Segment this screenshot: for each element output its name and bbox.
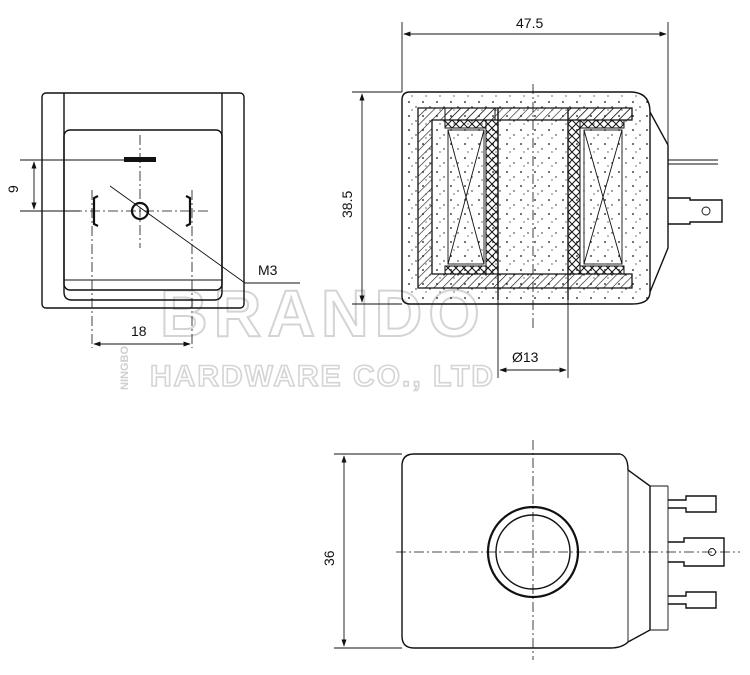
front-earth-pin-slot: [124, 157, 156, 162]
section-winding-right: [583, 129, 623, 265]
dim-18-label: 18: [131, 323, 147, 339]
bottom-top-terminal: [668, 495, 717, 513]
section-winding-left: [447, 129, 485, 265]
watermark-company: HARDWARE CO., LTD: [150, 360, 495, 393]
dim-47-5-label: 47.5: [516, 15, 543, 31]
section-bobbin-right: [567, 119, 581, 275]
m3-leader-line: [109, 185, 246, 284]
section-bobbin-bottom-right: [579, 265, 625, 275]
section-terminal-hole: [701, 206, 711, 216]
section-bobbin-left: [485, 119, 499, 275]
bottom-bottom-terminal: [668, 591, 717, 609]
section-bobbin-bottom-left: [444, 265, 487, 275]
section-winding-right-x2: [583, 129, 623, 265]
section-winding-left-x2: [447, 129, 485, 265]
section-bobbin-top-right: [579, 119, 625, 129]
front-center-screw: [130, 201, 150, 221]
section-connector-side: [649, 111, 669, 293]
bottom-outer-body: [401, 453, 651, 649]
section-view: 47.5 38.5 Ø13: [339, 15, 723, 378]
dim-9-label: 9: [5, 185, 21, 193]
watermark-vertical: NINGBO: [119, 346, 131, 390]
front-right-pin: [185, 195, 192, 227]
dim-38-5-label: 38.5: [339, 191, 355, 218]
section-bobbin-top-left: [444, 119, 487, 129]
section-flange-right-top: [567, 107, 633, 121]
dim-13-label: Ø13: [512, 349, 539, 365]
front-left-pin: [92, 195, 99, 227]
bottom-view: 36: [321, 440, 740, 660]
front-outer-outline: [41, 92, 245, 309]
section-flange-left-top: [444, 107, 496, 121]
section-spade-terminal: [668, 197, 723, 225]
front-connector-face: [63, 129, 223, 291]
front-inner-frame: [63, 93, 223, 301]
dim-36-label: 36: [321, 550, 337, 566]
front-view: M3 9 18: [5, 92, 300, 348]
m3-label: M3: [258, 262, 278, 278]
